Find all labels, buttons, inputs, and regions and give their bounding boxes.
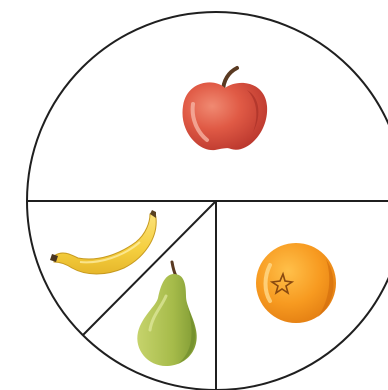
orange-icon [256,243,336,323]
